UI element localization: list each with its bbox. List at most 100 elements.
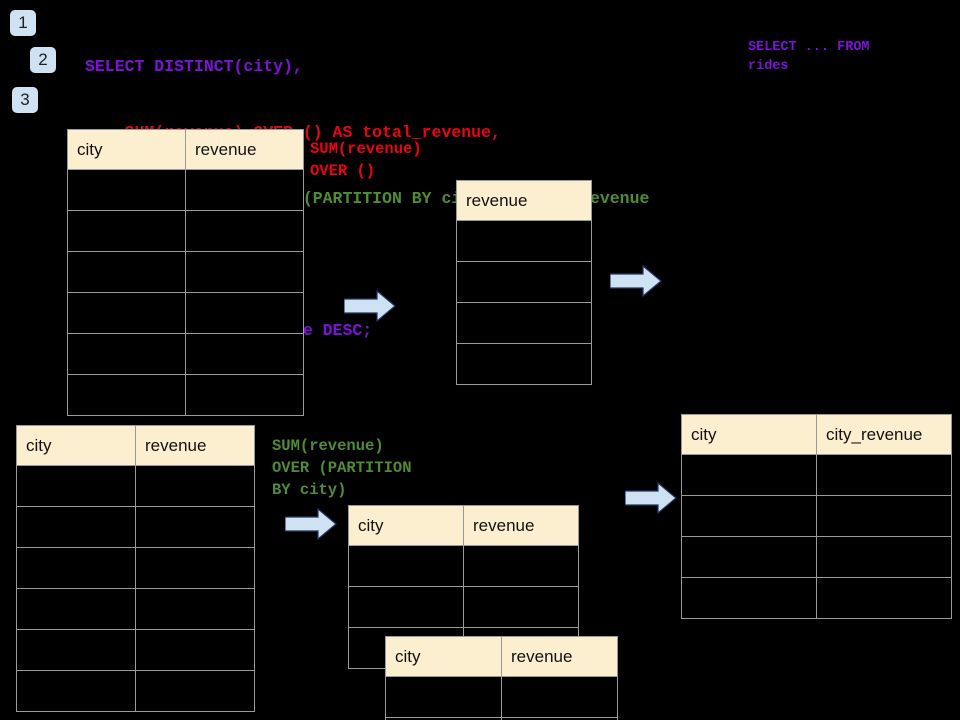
table-revenue-total: revenue [456,180,592,385]
column-header-city: city [16,425,136,466]
table-row [67,210,304,252]
flow-arrow-3 [285,508,337,540]
column-header-revenue: revenue [456,180,592,221]
table-row [456,261,592,303]
table-row [456,302,592,344]
cell [67,292,186,334]
table-row [681,454,952,496]
cell [816,454,952,496]
table-row [385,717,618,720]
cell [463,545,579,587]
cell [135,547,255,589]
cell [456,343,592,385]
table-row [681,536,952,578]
cell [185,292,304,334]
step-badge-3: 3 [12,87,38,113]
cell [135,506,255,548]
table-header-row: city revenue [385,636,618,677]
table-row [16,629,255,671]
flow-arrow-4 [625,482,677,514]
cell [816,495,952,537]
cell [185,333,304,375]
step-badge-1: 1 [10,10,36,36]
table-row [67,251,304,293]
cell [67,333,186,375]
table-header-row: city revenue [16,425,255,466]
cell [681,495,817,537]
cell [16,506,136,548]
column-header-revenue: revenue [135,425,255,466]
table-row [456,220,592,262]
cell [501,717,618,720]
cell [185,374,304,416]
cell [135,588,255,630]
annotation-sum-over-partition: SUM(revenue) OVER (PARTITION BY city) [272,437,412,499]
table-row [67,169,304,211]
cell [456,220,592,262]
table-row [681,577,952,619]
table-header-row: city revenue [348,505,579,546]
column-header-revenue: revenue [185,129,304,170]
cell [185,210,304,252]
cell [67,210,186,252]
column-header-city: city [67,129,186,170]
column-header-revenue: revenue [501,636,618,677]
cell [681,536,817,578]
cell [348,586,464,628]
table-source-bottom: city revenue [16,425,255,712]
cell [456,302,592,344]
step-badge-2: 2 [30,47,56,73]
cell [16,465,136,507]
cell [135,670,255,712]
table-row [16,588,255,630]
table-row [348,586,579,628]
cell [463,586,579,628]
cell [348,545,464,587]
table-header-row: city city_revenue [681,414,952,455]
cell [16,588,136,630]
table-row [456,343,592,385]
cell [456,261,592,303]
table-row [348,545,579,587]
table-row [16,506,255,548]
cell [135,629,255,671]
cell [501,676,618,718]
cell [67,374,186,416]
column-header-city: city [348,505,464,546]
table-row [385,676,618,718]
table-row [67,333,304,375]
cell [816,577,952,619]
flow-arrow-2 [610,265,662,297]
cell [16,670,136,712]
cell [385,676,502,718]
cell [67,251,186,293]
annotation-select-from-rides: SELECT ... FROM rides [748,40,870,74]
table-header-row: city revenue [67,129,304,170]
table-source-top: city revenue [67,129,304,416]
table-row [16,670,255,712]
cell [16,629,136,671]
column-header-city-revenue: city_revenue [816,414,952,455]
cell [681,454,817,496]
cell [185,169,304,211]
column-header-city: city [385,636,502,677]
table-header-row: revenue [456,180,592,221]
table-row [67,292,304,334]
cell [135,465,255,507]
table-row [681,495,952,537]
flow-arrow-1 [344,290,396,322]
annotation-sum-over-empty: SUM(revenue) OVER () [310,140,422,180]
table-row [16,465,255,507]
column-header-city: city [681,414,817,455]
table-row [16,547,255,589]
table-partition-front: city revenue [385,636,618,720]
column-header-revenue: revenue [463,505,579,546]
cell [681,577,817,619]
table-result: city city_revenue [681,414,952,619]
table-row [67,374,304,416]
cell [185,251,304,293]
cell [67,169,186,211]
sql-line-1: SELECT DISTINCT(city), [85,57,303,76]
cell [16,547,136,589]
